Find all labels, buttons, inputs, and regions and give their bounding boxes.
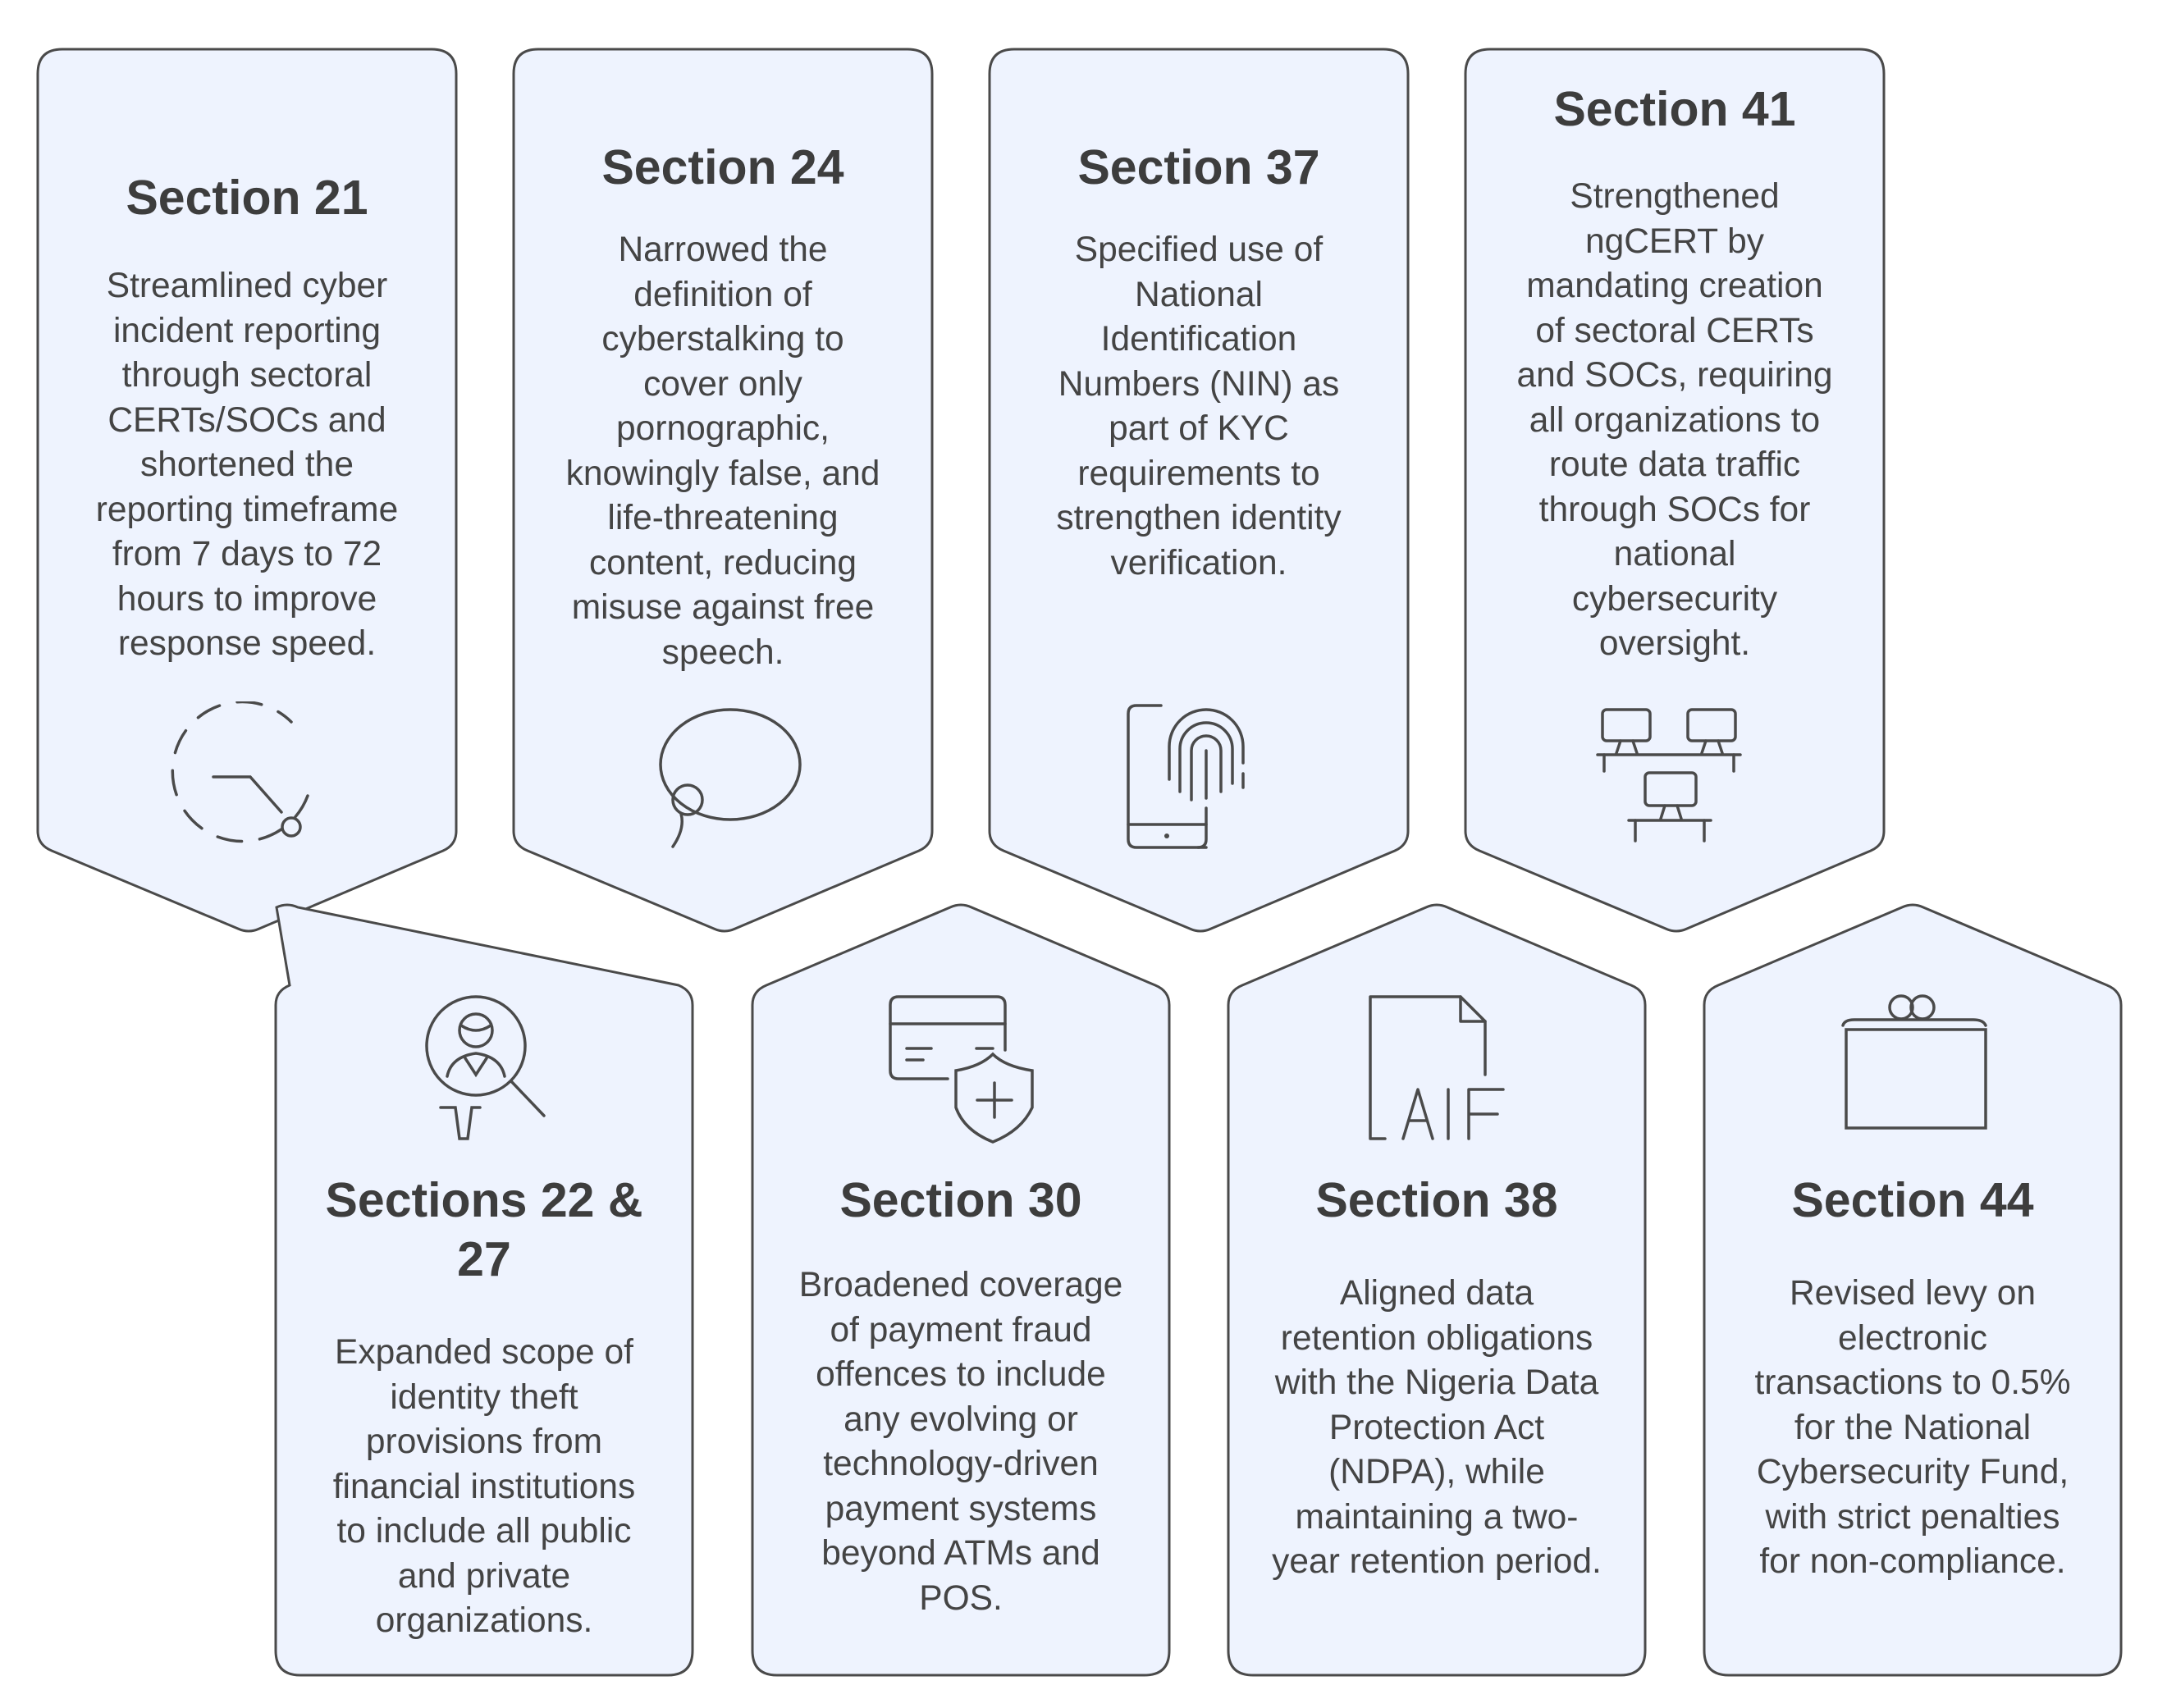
card-title-section-21: Section 21: [126, 171, 368, 225]
card-shape-section-21: [36, 48, 458, 933]
timer-dashed-icon: [168, 701, 332, 849]
card-shape-section-44: [1703, 903, 2123, 1677]
card-shape-sections-22-27: [274, 903, 694, 1677]
identity-search-icon: [423, 993, 554, 1144]
aif-document-icon: [1362, 993, 1518, 1144]
card-title-section-37: Section 37: [1077, 140, 1320, 194]
card-description-section-30: Broadened coverage of payment fraud offe…: [798, 1266, 1123, 1618]
card-shape-section-37: [988, 48, 1410, 933]
card-shield-icon: [886, 993, 1050, 1144]
workstations-network-icon: [1596, 706, 1744, 849]
fund-box-icon: [1838, 993, 1990, 1140]
card-description-section-41: Strengthened ngCERT by mandating creatio…: [1516, 177, 1833, 663]
card-title-section-38: Section 38: [1315, 1173, 1558, 1227]
card-shape-section-38: [1227, 903, 1647, 1677]
card-description-section-44: Revised levy on electronic transactions …: [1754, 1274, 2071, 1581]
card-title-section-41: Section 41: [1553, 82, 1796, 136]
card-title-section-24: Section 24: [601, 140, 844, 194]
card-description-section-21: Streamlined cyber incident reporting thr…: [95, 267, 399, 663]
card-shape-section-41: [1464, 48, 1886, 933]
phone-fingerprint-icon: [1124, 701, 1255, 853]
card-title-section-30: Section 30: [839, 1173, 1082, 1227]
card-shape-section-24: [512, 48, 934, 933]
card-description-section-24: Narrowed the definition of cyberstalking…: [565, 231, 880, 672]
card-description-sections-22-27: Expanded scope of identity theft provisi…: [332, 1333, 636, 1640]
card-title-sections-22-27: Sections 22 & 27: [325, 1173, 643, 1286]
card-shape-section-30: [751, 903, 1171, 1677]
card-description-section-38: Aligned data retention obligations with …: [1272, 1274, 1602, 1581]
card-title-section-44: Section 44: [1791, 1173, 2034, 1227]
card-description-section-37: Specified use of National Identification…: [1056, 231, 1342, 582]
speech-bubble-icon: [648, 706, 804, 853]
